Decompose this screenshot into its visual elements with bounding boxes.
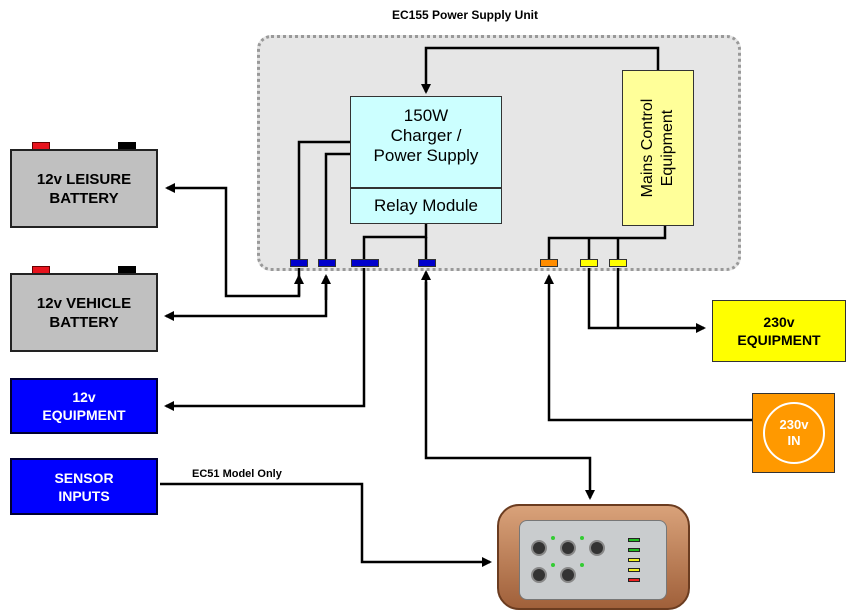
vehicle-negative-terminal <box>118 266 136 274</box>
light-button-icon <box>560 567 576 583</box>
level-indicator-icon <box>628 548 640 552</box>
level-indicator-icon <box>628 568 640 572</box>
status-led-icon <box>551 563 555 567</box>
connector-230v-out-1 <box>580 259 598 267</box>
ec51-model-note: EC51 Model Only <box>192 468 282 480</box>
wire-relay-to-12v-connector <box>362 224 428 259</box>
vehicle-battery-line-2: BATTERY <box>49 313 119 331</box>
input-230v-line-1: 230v <box>779 417 809 432</box>
leisure-battery-button-icon <box>560 540 576 556</box>
status-led-icon <box>580 536 584 540</box>
sensor-inputs-line-1: SENSOR <box>54 469 114 486</box>
level-indicator-icon <box>628 578 640 582</box>
level-indicator-icon <box>628 538 640 542</box>
control-panel-face <box>519 520 667 600</box>
vehicle-battery-button-icon <box>589 540 605 556</box>
connector-vehicle <box>318 259 336 267</box>
equipment-12v-box: 12v EQUIPMENT <box>10 378 158 434</box>
vehicle-battery-line-1: 12v VEHICLE <box>36 294 132 312</box>
equipment-12v-line-1: 12v <box>72 389 96 405</box>
leisure-negative-terminal <box>118 142 136 150</box>
power-button-icon <box>531 540 547 556</box>
status-led-icon <box>551 536 555 540</box>
equipment-230v-line-2: EQUIPMENT <box>737 332 821 348</box>
wire-230v-in <box>544 274 752 422</box>
connector-230v-in <box>540 259 558 267</box>
equipment-12v-line-2: EQUIPMENT <box>42 407 126 423</box>
mains-control-equipment: Mains Control Equipment <box>622 70 694 226</box>
leisure-battery: 12v LEISURE BATTERY <box>10 149 158 228</box>
relay-module: Relay Module <box>350 188 502 224</box>
status-led-icon <box>580 563 584 567</box>
psu-title: EC155 Power Supply Unit <box>391 8 539 22</box>
input-230v-line-2: IN <box>787 433 801 448</box>
charger-line-2: Charger / <box>390 126 462 145</box>
leisure-battery-line-2: BATTERY <box>49 189 119 207</box>
connector-12v-equipment <box>351 259 379 267</box>
equipment-230v-box: 230v EQUIPMENT <box>712 300 846 362</box>
pump-button-icon <box>531 567 547 583</box>
wire-12v-equipment <box>164 268 366 411</box>
charger-line-1: 150W <box>403 106 449 125</box>
wire-mains-to-charger <box>421 46 660 94</box>
vehicle-battery: 12v VEHICLE BATTERY <box>10 273 158 352</box>
equipment-230v-line-1: 230v <box>763 314 795 330</box>
wire-charger-to-leisure-connector <box>297 140 350 259</box>
connector-230v-out-2 <box>609 259 627 267</box>
wire-charger-to-vehicle-connector <box>324 152 350 259</box>
wire-230v-equipment <box>587 268 706 333</box>
connector-control-panel <box>418 259 436 267</box>
sensor-inputs-box: SENSOR INPUTS <box>10 458 158 515</box>
charger-line-3: Power Supply <box>373 146 479 165</box>
connector-leisure <box>290 259 308 267</box>
wire-control-panel <box>424 282 595 500</box>
sensor-inputs-line-2: INPUTS <box>58 487 110 504</box>
wire-mains-to-230-connectors <box>547 226 667 259</box>
level-indicator-icon <box>628 558 640 562</box>
input-230v-badge: 230v IN <box>763 402 825 464</box>
wire-leisure-battery <box>165 183 301 298</box>
wire-sensor-inputs <box>160 482 492 567</box>
charger-power-supply: 150W Charger / Power Supply <box>350 96 502 188</box>
leisure-battery-line-1: 12v LEISURE <box>36 170 132 188</box>
